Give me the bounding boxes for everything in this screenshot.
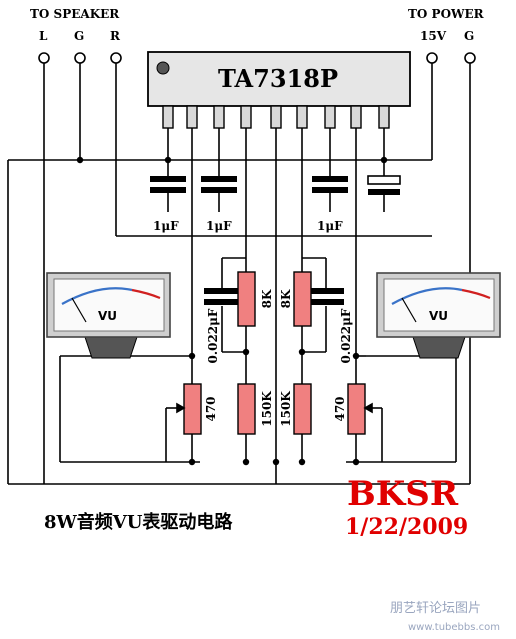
label-cap-0022-left: 0.022μF <box>206 308 220 363</box>
terminal-speaker-l <box>38 52 50 64</box>
resistor-8k-right <box>293 271 312 327</box>
cap-electrolytic-plate-bottom <box>368 189 400 195</box>
label-vu-left: VU <box>98 309 117 323</box>
terminal-power-g <box>464 52 476 64</box>
label-speaker-r: R <box>110 29 121 43</box>
label-speaker-l: L <box>39 29 48 43</box>
label-speaker-g: G <box>74 29 84 43</box>
cap-c2-plate-bottom <box>201 187 237 193</box>
resistor-470-left <box>183 383 202 435</box>
label-cap-c3: 1μF <box>317 219 343 233</box>
ic-label: TA7318P <box>218 64 338 93</box>
terminal-power-15v <box>426 52 438 64</box>
watermark-url: www.tubebbs.com <box>408 622 500 633</box>
label-res-470-left: 470 <box>204 396 218 421</box>
label-cap-0022-right: 0.022μF <box>339 308 353 363</box>
watermark-text: 朋艺轩论坛图片 <box>390 601 481 616</box>
capacitors-1uf <box>150 175 401 195</box>
ic-ta7318p <box>147 51 411 129</box>
label-res-8k-right: 8K <box>279 289 293 308</box>
label-cap-c2: 1μF <box>206 219 232 233</box>
label-res-150k-left: 150K <box>260 391 274 427</box>
resistors <box>183 271 366 435</box>
label-power-15v: 15V <box>420 29 447 43</box>
terminals <box>38 52 476 64</box>
junction-dots <box>76 156 388 466</box>
cap-c1-plate-top <box>150 176 186 182</box>
label-vu-right: VU <box>429 309 448 323</box>
cap-c3-plate-bottom <box>312 187 348 193</box>
capacitors-0022uf <box>204 288 344 305</box>
cap-c1-plate-bottom <box>150 187 186 193</box>
cap-electrolytic-plate-top <box>367 175 401 185</box>
resistor-8k-left <box>237 271 256 327</box>
pot-wipers <box>166 402 382 414</box>
resistor-150k-left <box>237 383 256 435</box>
terminal-speaker-g <box>74 52 86 64</box>
label-to-power: TO POWER <box>408 7 485 21</box>
brand-label: BKSR <box>347 474 459 514</box>
cap-c2-plate-top <box>201 176 237 182</box>
cap-c3-plate-top <box>312 176 348 182</box>
date-label: 1/22/2009 <box>345 514 468 540</box>
label-res-8k-left: 8K <box>260 289 274 308</box>
vu-meter-left <box>46 272 171 359</box>
resistor-150k-right <box>293 383 312 435</box>
label-to-speaker: TO SPEAKER <box>30 7 120 21</box>
vu-meter-right <box>376 272 501 359</box>
label-power-g: G <box>464 29 474 43</box>
label-res-150k-right: 150K <box>279 391 293 427</box>
diagram-title: 8W音频VU表驱动电路 <box>44 511 233 533</box>
terminal-speaker-r <box>110 52 122 64</box>
label-cap-c1: 1μF <box>153 219 179 233</box>
label-res-470-right: 470 <box>333 396 347 421</box>
resistor-470-right <box>347 383 366 435</box>
